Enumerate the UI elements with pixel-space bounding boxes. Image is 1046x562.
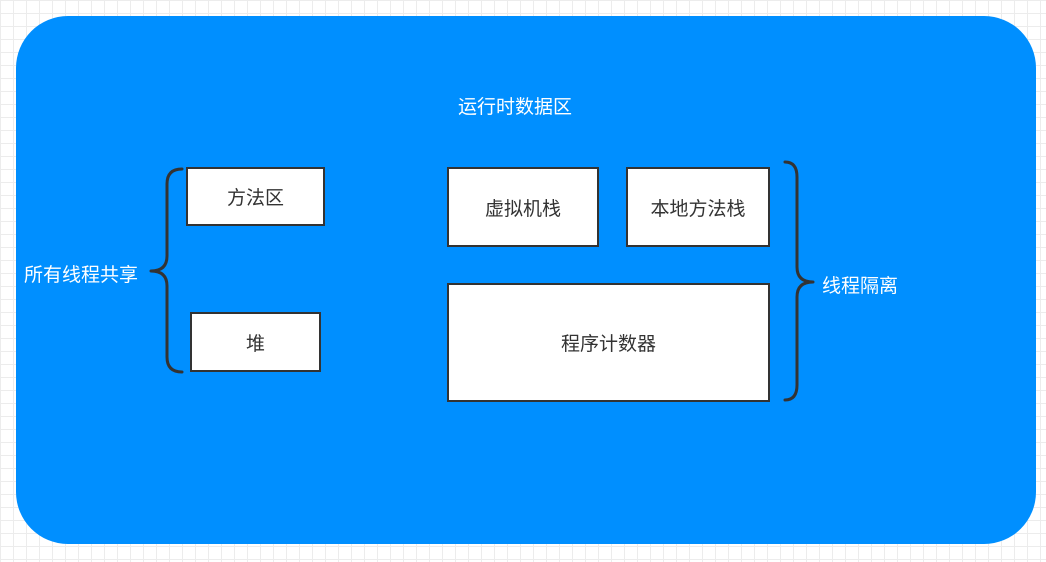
runtime-data-area-title: 运行时数据区 (458, 96, 573, 118)
isolated-group-label: 线程隔离 (822, 275, 899, 297)
program-counter-box: 程序计数器 (447, 283, 770, 402)
isolated-group-brace (783, 160, 815, 402)
heap-box: 堆 (190, 312, 321, 372)
shared-group-brace (149, 167, 184, 374)
native-method-stack-box: 本地方法栈 (626, 167, 770, 247)
runtime-data-area-panel (16, 16, 1036, 544)
vm-stack-box: 虚拟机栈 (447, 167, 599, 247)
method-area-box: 方法区 (186, 167, 325, 226)
shared-group-label: 所有线程共享 (24, 264, 139, 286)
